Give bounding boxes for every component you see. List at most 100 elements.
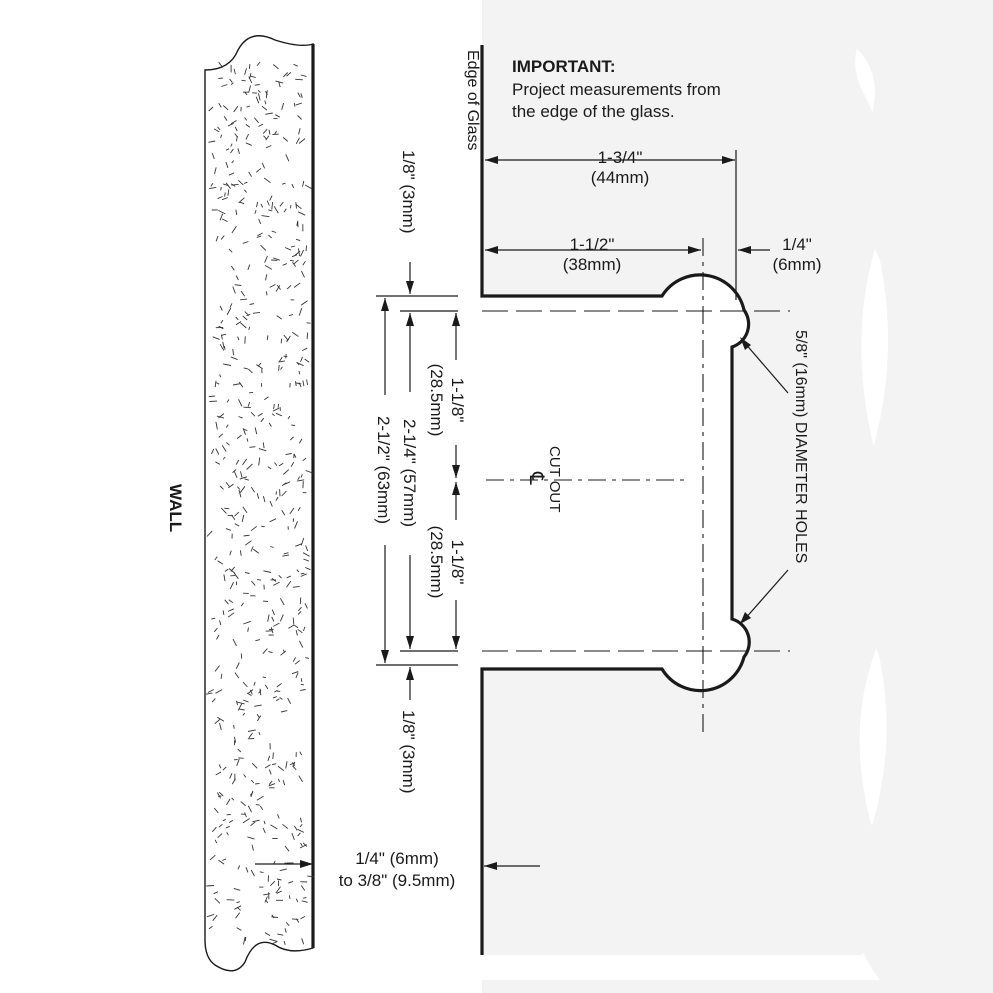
stipple-mark bbox=[246, 463, 253, 470]
stipple-mark bbox=[228, 248, 233, 253]
stipple-mark bbox=[296, 479, 305, 482]
centerline-symbol: ℄ bbox=[525, 471, 547, 485]
stipple-mark bbox=[268, 209, 273, 212]
stipple-mark bbox=[225, 182, 231, 189]
stipple-mark bbox=[261, 162, 266, 169]
stipple-mark bbox=[238, 399, 243, 407]
stipple-mark bbox=[300, 270, 305, 278]
stipple-mark bbox=[296, 569, 300, 573]
stipple-mark bbox=[300, 74, 307, 77]
stipple-mark bbox=[232, 469, 237, 474]
stipple-mark bbox=[289, 436, 294, 441]
stipple-mark bbox=[220, 507, 227, 514]
stipple-mark bbox=[244, 117, 248, 121]
stipple-mark bbox=[259, 805, 264, 810]
stipple-mark bbox=[250, 779, 255, 784]
stipple-mark bbox=[229, 773, 233, 779]
arrow-right bbox=[300, 860, 313, 868]
stipple-mark bbox=[283, 469, 290, 475]
stipple-mark bbox=[285, 154, 290, 162]
stipple-mark bbox=[223, 363, 232, 366]
stipple-mark bbox=[235, 662, 240, 669]
stipple-mark bbox=[293, 282, 301, 288]
stipple-mark bbox=[283, 552, 289, 555]
stipple-mark bbox=[252, 311, 261, 314]
dim-top-overall-metric: (44mm) bbox=[591, 168, 650, 187]
stipple-mark bbox=[254, 427, 258, 435]
arrow-down bbox=[406, 281, 414, 294]
stipple-mark bbox=[297, 832, 301, 837]
stipple-mark bbox=[282, 779, 286, 786]
stipple-mark bbox=[280, 598, 285, 606]
stipple-mark bbox=[282, 72, 289, 78]
stipple-mark bbox=[298, 308, 303, 316]
stipple-mark bbox=[293, 63, 298, 67]
stipple-mark bbox=[217, 196, 223, 200]
stipple-mark bbox=[247, 805, 253, 813]
stipple-mark bbox=[258, 123, 264, 127]
stipple-mark bbox=[295, 381, 297, 387]
stipple-mark bbox=[214, 719, 221, 724]
stipple-mark bbox=[208, 106, 214, 112]
stipple-mark bbox=[213, 891, 219, 895]
wall-gap-line2: to 3/8" (9.5mm) bbox=[339, 871, 456, 890]
stipple-mark bbox=[265, 291, 268, 296]
stipple-mark bbox=[254, 84, 260, 86]
hole-leader-upper bbox=[743, 341, 789, 394]
stipple-mark bbox=[290, 461, 295, 467]
stipple-mark bbox=[242, 428, 246, 435]
stipple-mark bbox=[223, 115, 228, 121]
stipple-mark bbox=[268, 783, 276, 787]
stipple-mark bbox=[218, 61, 224, 68]
stipple-mark bbox=[231, 797, 235, 801]
stipple-mark bbox=[258, 93, 261, 101]
stipple-mark bbox=[223, 183, 228, 186]
stipple-mark bbox=[229, 303, 233, 308]
stipple-mark bbox=[226, 307, 232, 316]
stipple-mark bbox=[211, 826, 217, 833]
stipple-mark bbox=[303, 626, 306, 632]
stipple-mark bbox=[234, 133, 238, 138]
stipple-mark bbox=[280, 366, 283, 370]
stipple-mark bbox=[272, 64, 279, 70]
stipple-mark bbox=[297, 610, 302, 615]
stipple-mark bbox=[278, 778, 280, 782]
stipple-mark bbox=[238, 179, 244, 186]
stipple-mark bbox=[229, 78, 233, 83]
stipple-mark bbox=[251, 844, 254, 851]
stipple-mark bbox=[300, 93, 303, 99]
stipple-mark bbox=[254, 210, 257, 214]
stipple-mark bbox=[218, 209, 226, 215]
stipple-mark bbox=[253, 681, 256, 686]
stipple-mark bbox=[300, 356, 303, 362]
stipple-mark bbox=[279, 201, 284, 207]
arrow-head bbox=[740, 337, 751, 350]
stipple-mark bbox=[224, 568, 229, 572]
stipple-mark bbox=[297, 606, 302, 612]
stipple-mark bbox=[214, 898, 221, 904]
stipple-mark bbox=[242, 241, 249, 244]
stipple-mark bbox=[304, 603, 308, 609]
stipple-mark bbox=[218, 764, 222, 769]
stipple-mark bbox=[220, 235, 225, 240]
stipple-mark bbox=[279, 868, 288, 872]
stipple-mark bbox=[240, 290, 246, 297]
stipple-mark bbox=[257, 362, 262, 367]
stipple-mark bbox=[235, 316, 239, 321]
stipple-mark bbox=[219, 213, 224, 221]
stipple-mark bbox=[284, 845, 290, 852]
stipple-mark bbox=[300, 916, 306, 920]
stipple-mark bbox=[269, 195, 273, 201]
stipple-mark bbox=[270, 880, 276, 887]
stipple-mark bbox=[230, 143, 233, 147]
stipple-mark bbox=[236, 701, 245, 705]
stipple-mark bbox=[227, 608, 234, 612]
stipple-mark bbox=[260, 203, 264, 208]
cut-out-label: CUT OUT bbox=[546, 446, 563, 512]
stipple-mark bbox=[279, 614, 284, 622]
stipple-mark bbox=[278, 462, 284, 467]
stipple-mark bbox=[278, 81, 281, 88]
stipple-mark bbox=[217, 126, 221, 131]
stipple-mark bbox=[221, 218, 228, 223]
stipple-mark bbox=[306, 332, 309, 339]
